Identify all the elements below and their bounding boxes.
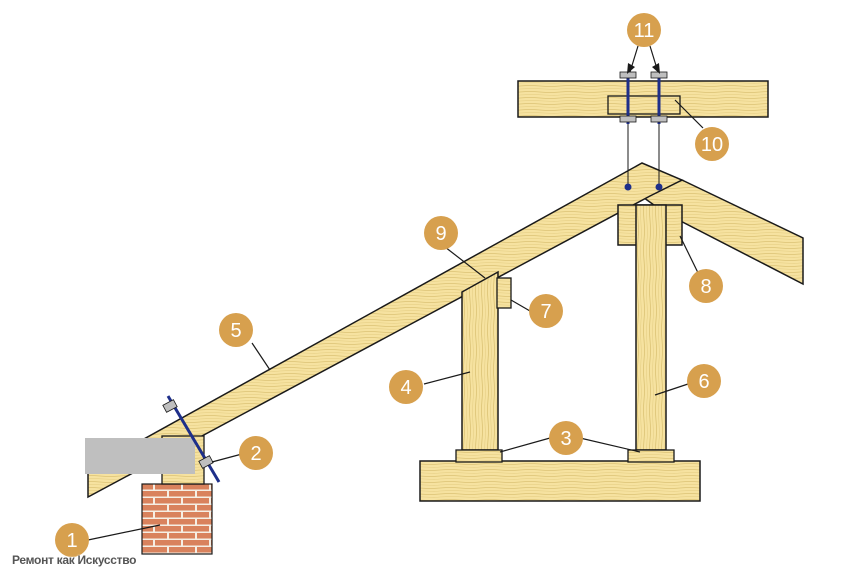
callout-circle-2	[239, 436, 273, 470]
callout-3: 3	[549, 421, 583, 455]
callout-circle-3	[549, 421, 583, 455]
brick-wall	[141, 483, 213, 555]
callout-10: 10	[695, 127, 729, 161]
callout-label-4: 4	[400, 377, 411, 399]
floor-beam	[419, 460, 701, 502]
callout-11: 11	[627, 13, 661, 47]
right-post	[635, 204, 667, 451]
callout-circle-9	[424, 216, 458, 250]
callout-label-8: 8	[700, 276, 711, 298]
callout-label-1: 1	[66, 530, 77, 552]
callout-label-2: 2	[250, 443, 261, 465]
callout-label-7: 7	[540, 301, 551, 323]
left-post	[461, 270, 499, 451]
mauerlat-gray-block	[85, 438, 195, 474]
callout-label-9: 9	[435, 223, 446, 245]
callout-circle-6	[687, 364, 721, 398]
callout-circle-7	[529, 294, 563, 328]
rafter-fastening-strap	[166, 395, 221, 483]
callout-11-arrows	[627, 45, 660, 74]
callout-4: 4	[389, 370, 423, 404]
ridge-overlay-plate	[607, 95, 681, 115]
callout-label-11: 11	[634, 20, 655, 42]
callout-circle-10	[695, 127, 729, 161]
support-block	[496, 277, 512, 309]
callout-9: 9	[424, 216, 458, 250]
callout-circle-8	[689, 269, 723, 303]
callout-8: 8	[689, 269, 723, 303]
callout-circle-11	[627, 13, 661, 47]
callout-label-6: 6	[698, 371, 709, 393]
callout-5: 5	[219, 313, 253, 347]
bolt-right	[650, 71, 668, 124]
callout-markers: 1 2 3 4 5 6 7 8 9 10 11	[55, 13, 729, 557]
callout-6: 6	[687, 364, 721, 398]
leader-lines	[87, 99, 704, 541]
callout-circle-4	[389, 370, 423, 404]
callout-7: 7	[529, 294, 563, 328]
callout-label-5: 5	[230, 320, 241, 342]
callout-circle-5	[219, 313, 253, 347]
right-post-pad	[627, 449, 675, 463]
main-rafter	[87, 162, 684, 499]
left-post-pad	[455, 449, 503, 463]
callout-label-10: 10	[701, 134, 723, 156]
callout-label-3: 3	[560, 428, 571, 450]
bolt-hole-right	[655, 183, 663, 191]
callout-2: 2	[239, 436, 273, 470]
bolt-hole-left	[624, 183, 632, 191]
callout-1: 1	[55, 523, 89, 557]
strap-clip-bottom	[198, 455, 214, 469]
strap-clip-top	[162, 399, 178, 413]
callout-circle-1	[55, 523, 89, 557]
watermark: Ремонт как Искусство	[12, 553, 137, 567]
